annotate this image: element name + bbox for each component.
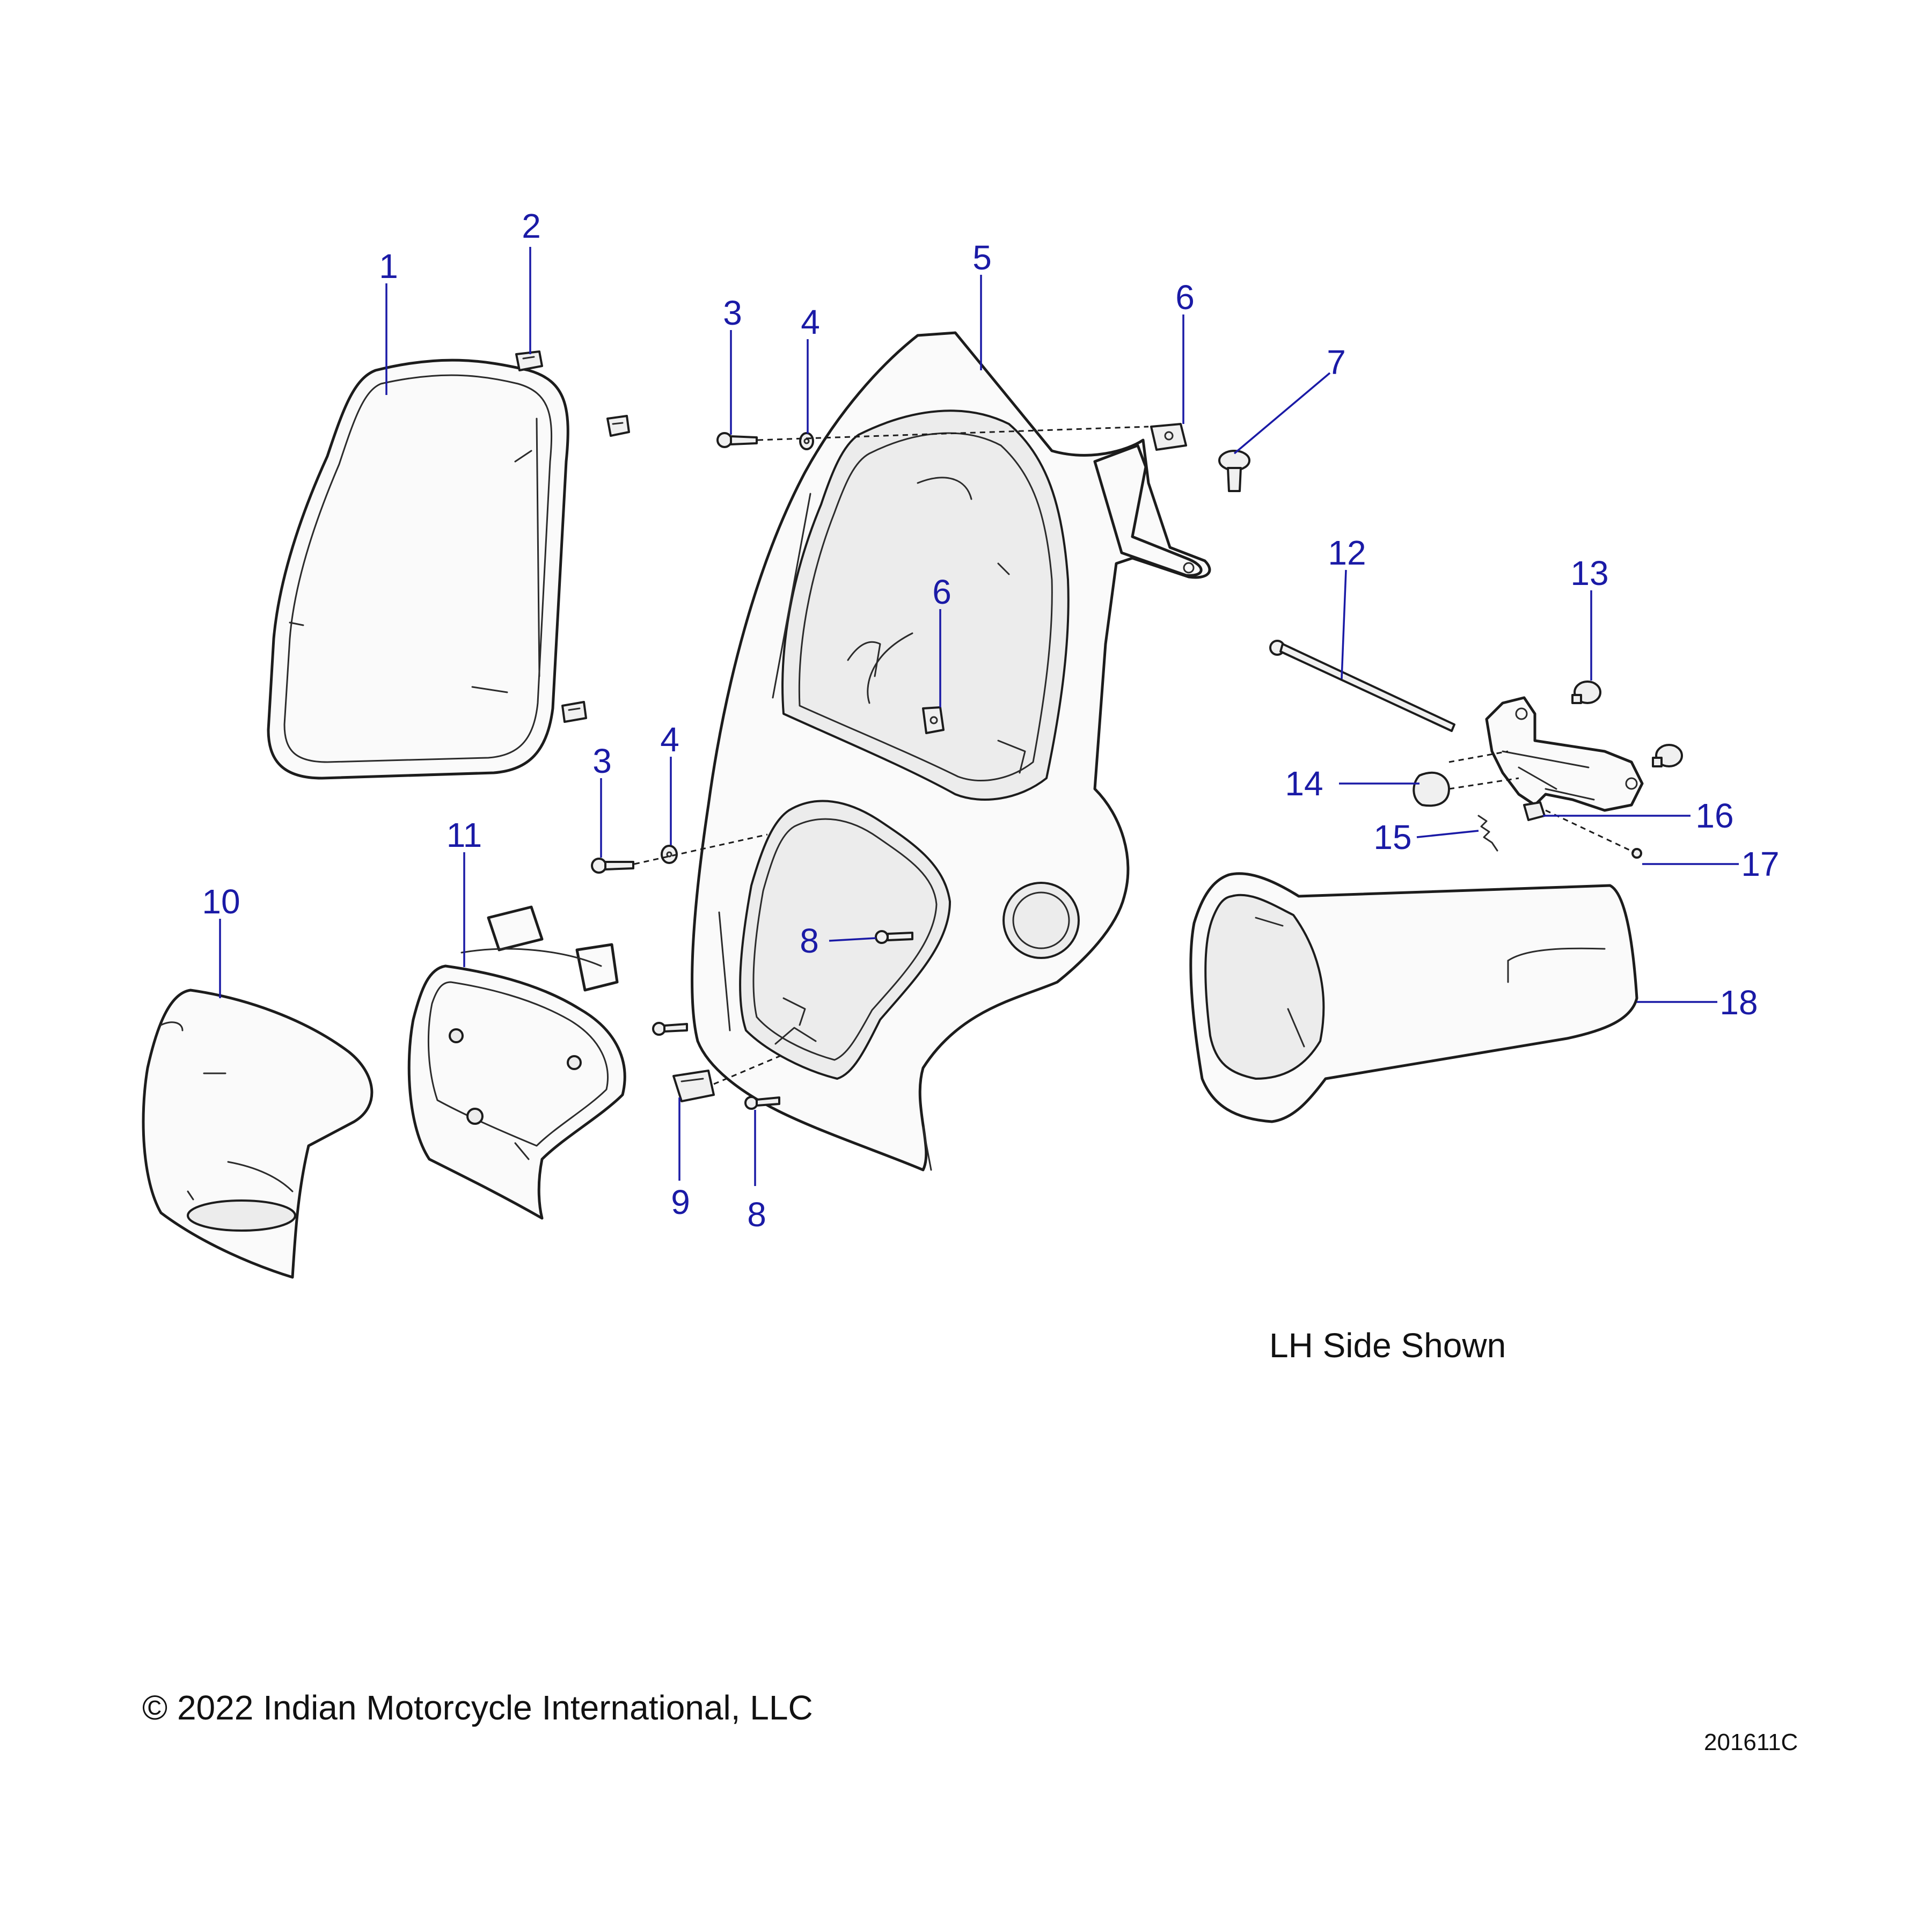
part-16-pivot: [1523, 801, 1546, 821]
callout-2: 2: [522, 207, 541, 245]
callout-12: 12: [1328, 533, 1366, 572]
callout-8-upper: 8: [800, 921, 819, 960]
callout-9: 9: [671, 1183, 690, 1221]
part-11-pocket: [407, 905, 626, 1220]
part-12-hinge-pin: [1269, 640, 1455, 732]
part-7-screw: [1218, 450, 1250, 492]
part-3-screw-upper: [716, 432, 758, 448]
callout-18: 18: [1719, 983, 1758, 1022]
callout-15: 15: [1373, 818, 1411, 857]
part-8-screw-upper: [875, 930, 913, 944]
callout-14: 14: [1285, 764, 1323, 803]
leader-lines: [219, 247, 1739, 1186]
callout-6-upper: 6: [1175, 278, 1195, 317]
part-3-screw-lower: [591, 858, 634, 874]
callout-3-upper: 3: [723, 294, 742, 332]
part-15-spring: [1477, 815, 1498, 852]
callouts: 1 2 3 4 5 6 7 6 12 13 3 4 14 16 15 11 17…: [202, 207, 1779, 1234]
part-8-screw-middle: [652, 1022, 688, 1036]
part-1-window-panel: [267, 358, 569, 780]
callout-8-lower: 8: [747, 1195, 766, 1234]
callout-13: 13: [1570, 554, 1608, 592]
part-18-storage-bin: [1189, 872, 1638, 1123]
callout-5: 5: [972, 238, 992, 277]
callout-10: 10: [202, 882, 240, 921]
part-2-clips: [515, 350, 630, 723]
callout-4-upper: 4: [801, 303, 820, 341]
part-13-bumpers: [1571, 680, 1683, 767]
callout-1: 1: [379, 247, 398, 286]
callout-17: 17: [1741, 845, 1779, 883]
part-10-lower-cover: [142, 989, 374, 1279]
drawing-number: 201611C: [1704, 1729, 1798, 1755]
copyright-text: © 2022 Indian Motorcycle International, …: [142, 1688, 813, 1727]
callout-11: 11: [447, 816, 482, 854]
assembly-lines: [634, 426, 1635, 1085]
callout-6-lower: 6: [932, 573, 952, 611]
part-latch-bracket: [1485, 696, 1644, 812]
part-5-fairing-frame: [691, 331, 1211, 1172]
callout-4-lower: 4: [660, 720, 679, 759]
callout-16: 16: [1695, 796, 1733, 835]
part-9-clip: [672, 1070, 715, 1102]
callout-3-lower: 3: [592, 742, 612, 780]
part-8-screw-lower: [744, 1096, 780, 1110]
part-4-washer-upper: [799, 432, 814, 450]
part-6-nut: [1150, 423, 1187, 451]
part-17-clip: [1631, 848, 1642, 859]
part-14-roller: [1413, 771, 1450, 807]
view-note: LH Side Shown: [1269, 1326, 1506, 1365]
callout-7: 7: [1327, 343, 1346, 382]
